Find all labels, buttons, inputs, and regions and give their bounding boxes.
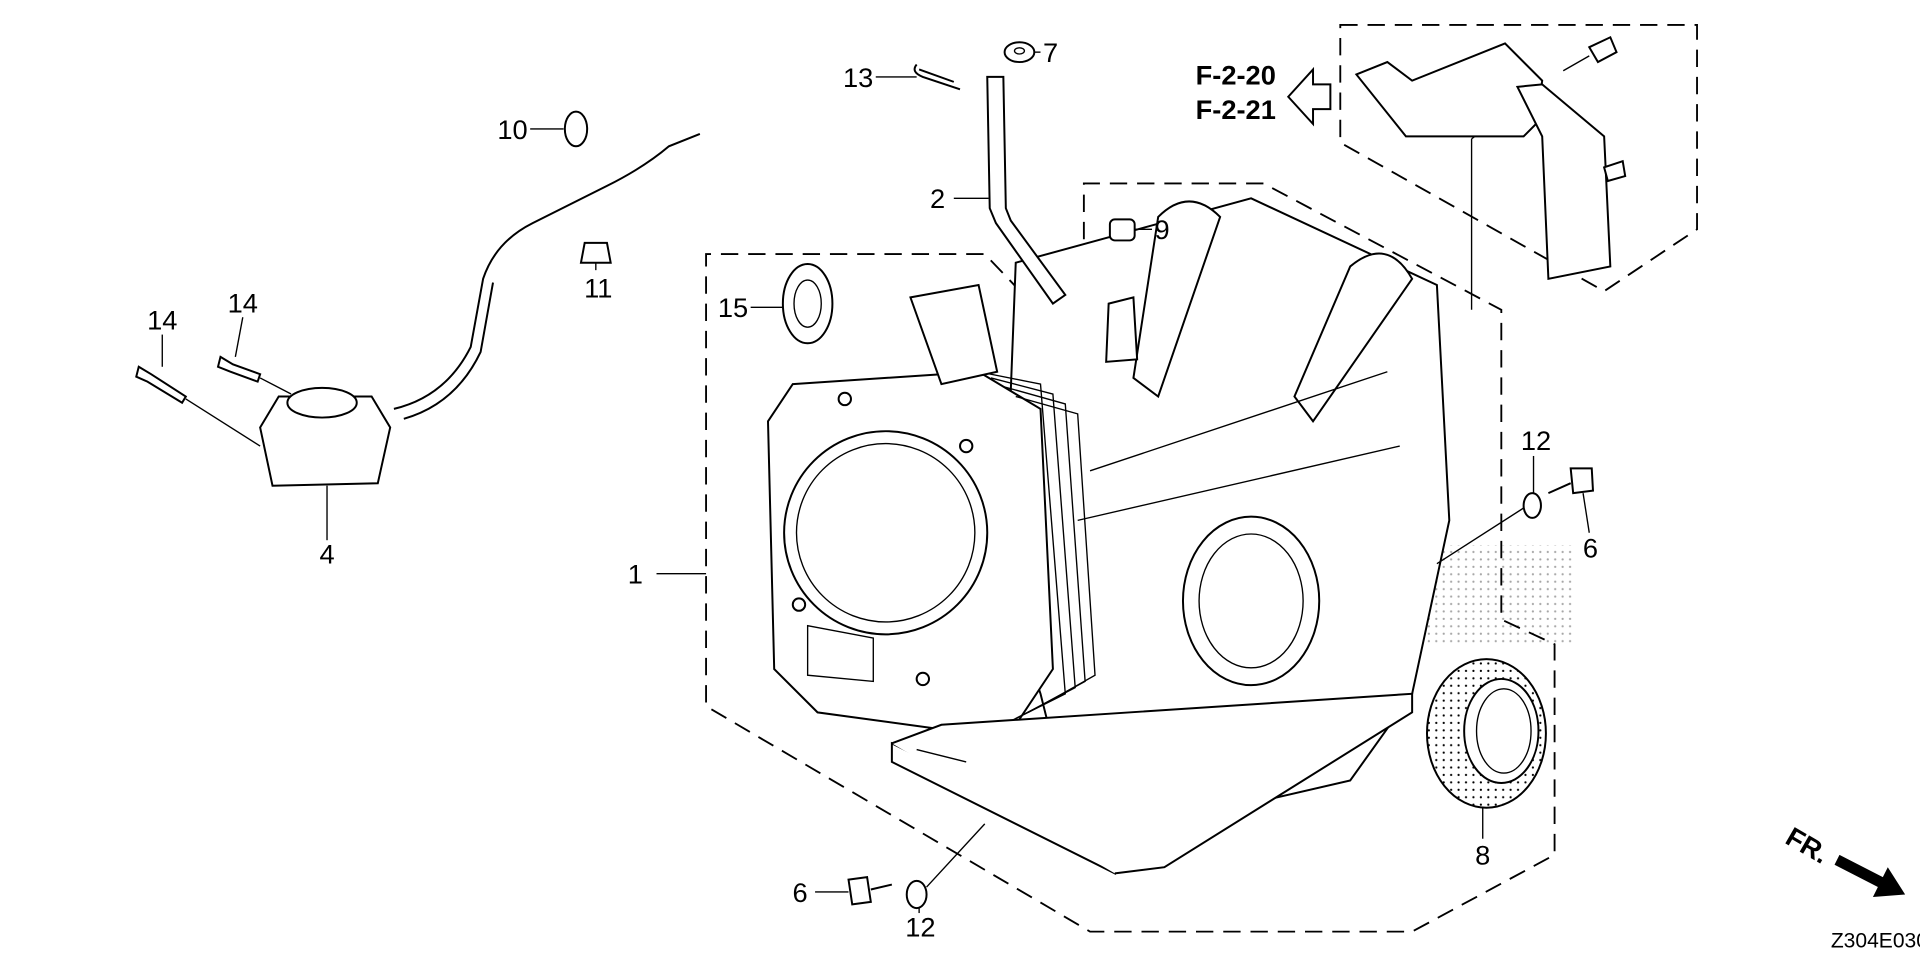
washer <box>1522 492 1542 519</box>
callout-15: 15 <box>718 292 748 323</box>
oil-seal <box>1426 658 1547 809</box>
bearing <box>781 262 834 345</box>
cooling-fins <box>978 371 1096 726</box>
bolt <box>216 355 262 383</box>
bracket-outline <box>1339 23 1698 293</box>
callout-12-right: 12 <box>1521 425 1551 456</box>
bracket <box>1354 35 1627 281</box>
callout-4: 4 <box>319 539 334 570</box>
cylinder-barrel <box>767 197 1451 876</box>
oil-level-switch <box>259 132 701 487</box>
callout-9: 9 <box>1154 214 1169 245</box>
callout-10: 10 <box>497 114 527 145</box>
arrow-down-right-icon <box>1834 854 1906 897</box>
leader-lines <box>161 51 1590 914</box>
nut <box>579 241 612 264</box>
callout-2: 2 <box>930 183 945 214</box>
callout-7: 7 <box>1043 37 1058 68</box>
bolt <box>847 876 872 906</box>
reference-link-f-2-21[interactable]: F-2-21 <box>1196 94 1276 125</box>
nut <box>1108 218 1136 242</box>
callout-11: 11 <box>584 272 612 303</box>
bolt <box>1569 467 1595 495</box>
callout-12-bottom: 12 <box>905 912 935 943</box>
callout-8: 8 <box>1475 840 1490 871</box>
o-ring <box>563 110 589 148</box>
washer <box>905 879 928 910</box>
hollow-arrow-left-icon <box>1286 66 1332 127</box>
clip <box>913 63 961 91</box>
callout-6-bottom: 6 <box>792 877 807 908</box>
dipstick <box>986 75 1067 305</box>
assembly-outline <box>705 182 1556 933</box>
callout-13: 13 <box>843 62 873 93</box>
bolt <box>135 365 188 405</box>
callout-6-right: 6 <box>1583 533 1598 564</box>
front-direction-marker: FR. <box>1781 821 1906 897</box>
front-label: FR. <box>1781 821 1835 870</box>
reference-link-f-2-20[interactable]: F-2-20 <box>1196 59 1276 90</box>
grommet <box>1003 41 1036 64</box>
figure-code: Z304E0300A <box>1831 930 1920 953</box>
callout-14-left: 14 <box>147 305 177 336</box>
callout-14-right: 14 <box>228 287 258 318</box>
callout-1: 1 <box>628 559 643 590</box>
